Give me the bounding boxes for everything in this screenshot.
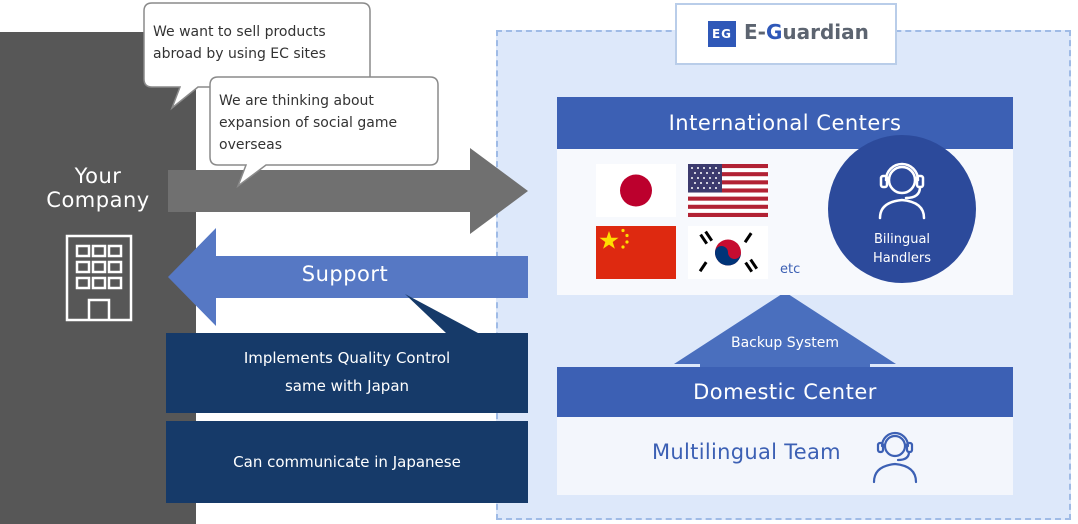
bubble-2-line1: We are thinking about — [219, 93, 374, 109]
domestic-center-body — [557, 417, 1013, 495]
support-label: Support — [301, 262, 389, 286]
japan-flag — [596, 164, 676, 217]
request-arrow — [168, 148, 528, 234]
bilingual-handlers-circle — [828, 135, 976, 283]
logo-text-suffix: uardian — [782, 20, 869, 44]
company-title-line1: Your — [74, 164, 122, 188]
china-flag — [596, 226, 676, 279]
bubble-1-text: We want to sell products abroad by using… — [153, 21, 326, 65]
bubble-1-line2: abroad by using EC sites — [153, 46, 326, 62]
backup-arrow — [674, 292, 896, 367]
company-title-line2: Company — [46, 188, 150, 212]
multilingual-team-label: Multilingual Team — [652, 440, 841, 464]
quality-line1: Implements Quality Control — [243, 349, 451, 367]
support-callout-tail — [405, 294, 478, 333]
company-title: Your Company — [0, 164, 196, 212]
etc-label: etc — [780, 262, 801, 277]
logo-mark: EG — [708, 21, 736, 47]
quality-line2: same with Japan — [284, 377, 410, 395]
communicate-box: Can communicate in Japanese — [166, 421, 528, 503]
eguardian-logo: EG E-Guardian — [675, 3, 897, 65]
logo-text-prefix: E- — [744, 20, 766, 44]
bilingual-handlers-label: Bilingual Handlers — [828, 230, 976, 268]
bubble-2-line2: expansion of social game — [219, 115, 398, 131]
bilingual-handlers-line1: Bilingual — [873, 232, 931, 247]
support-arrow — [168, 228, 528, 326]
international-centers-title: International Centers — [557, 97, 1013, 149]
speech-bubble-2 — [209, 76, 439, 189]
bubble-2-line3: overseas — [219, 137, 282, 153]
quality-control-box: Implements Quality Control same with Jap… — [166, 333, 528, 413]
multilingual-operator-icon — [872, 431, 918, 484]
backup-system-label: Backup System — [731, 335, 839, 351]
logo-text: E-Guardian — [744, 20, 869, 44]
building-icon — [65, 234, 133, 322]
korea-flag — [688, 226, 768, 279]
bilingual-handlers-line2: Handlers — [873, 251, 931, 266]
logo-text-accent: G — [765, 20, 783, 44]
usa-flag — [688, 164, 768, 217]
headset-operator-icon — [878, 162, 926, 220]
bubble-2-text: We are thinking about expansion of socia… — [219, 90, 397, 156]
bubble-1-line1: We want to sell products — [153, 24, 326, 40]
domestic-center-title: Domestic Center — [557, 367, 1013, 417]
